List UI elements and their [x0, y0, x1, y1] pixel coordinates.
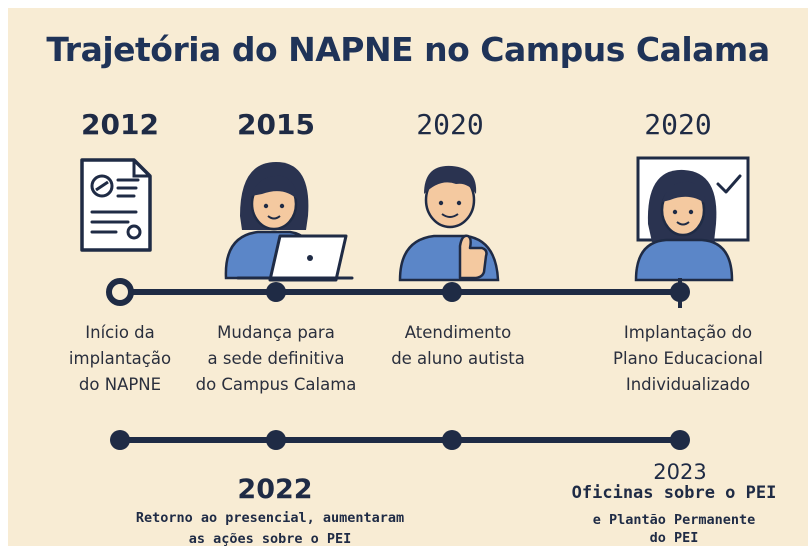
- event-line: Plano Educacional: [613, 349, 763, 368]
- event-line: as ações sobre o PEI: [188, 531, 352, 546]
- event-year-2023: 2023: [653, 460, 707, 484]
- timeline-node-2015: [266, 282, 286, 302]
- event-year-2022: 2022: [237, 474, 313, 505]
- event-description-2020-a: Atendimento de aluno autista: [391, 320, 525, 372]
- girl-board-check-icon: [634, 156, 750, 282]
- event-line: Implantação do: [623, 323, 753, 342]
- event-year-2020-a: 2020: [416, 108, 484, 141]
- event-line: a sede definitiva: [207, 349, 345, 368]
- event-description-2015: Mudança para a sede definitiva do Campus…: [196, 320, 357, 398]
- event-line: do Campus Calama: [195, 375, 357, 394]
- document-icon: [80, 158, 152, 252]
- event-line: Atendimento: [404, 323, 512, 342]
- event-line: de aluno autista: [391, 349, 525, 368]
- timeline-node-lower-1: [110, 430, 130, 450]
- event-line: implantação: [68, 349, 172, 368]
- page-title: Trajetória do NAPNE no Campus Calama: [46, 30, 770, 69]
- timeline-node-2012: [106, 278, 134, 306]
- event-line: do PEI: [649, 530, 699, 546]
- boy-thumbs-up-icon: [398, 165, 500, 282]
- event-year-2020-b: 2020: [644, 108, 712, 141]
- event-description-2022: Retorno ao presencial, aumentaram as açõ…: [136, 508, 404, 546]
- event-line: e Plantão Permanente: [592, 512, 756, 528]
- event-description-2020-b: Implantação do Plano Educacional Individ…: [613, 320, 763, 398]
- event-line: Início da: [85, 323, 155, 342]
- event-line: do NAPNE: [78, 375, 162, 394]
- timeline-node-lower-4: [670, 430, 690, 450]
- event-line: Retorno ao presencial, aumentaram: [135, 510, 405, 526]
- timeline-node-lower-3: [442, 430, 462, 450]
- person-laptop-icon: [224, 162, 354, 282]
- timeline-node-2020-a: [442, 282, 462, 302]
- event-year-2015: 2015: [237, 108, 315, 141]
- event-line: Mudança para: [217, 323, 335, 342]
- event-line: Individualizado: [625, 375, 751, 394]
- timeline-lines: [106, 278, 690, 450]
- event-year-2012: 2012: [81, 108, 159, 141]
- event-line: Oficinas sobre o PEI: [571, 483, 777, 503]
- event-description-2012: Início da implantação do NAPNE: [69, 320, 171, 398]
- timeline-node-lower-2: [266, 430, 286, 450]
- timeline-canvas: Trajetória do NAPNE no Campus Calama 201…: [8, 8, 808, 546]
